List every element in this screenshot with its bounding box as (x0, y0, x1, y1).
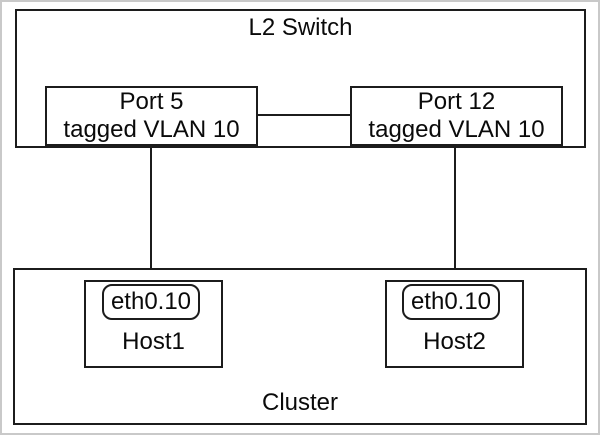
cable-port5-to-host1 (150, 145, 152, 285)
port-trunk-connector-line (257, 114, 350, 116)
port-vlan-tagging: tagged VLAN 10 (63, 116, 240, 143)
host-name: Host1 (122, 328, 185, 355)
interface-label: eth0.10 (110, 288, 192, 315)
l2-switch-title: L2 Switch (248, 14, 353, 41)
port-name: Port 12 (417, 88, 496, 115)
host2-vlan-interface-badge: eth0.10 (402, 284, 500, 320)
interface-label: eth0.10 (410, 288, 492, 315)
port-name: Port 5 (119, 88, 184, 115)
port-vlan-tagging: tagged VLAN 10 (368, 116, 545, 143)
switch-port-box-12: Port 12 tagged VLAN 10 (350, 86, 563, 146)
switch-port-box-5: Port 5 tagged VLAN 10 (45, 86, 258, 146)
cable-port12-to-host2 (454, 145, 456, 285)
host1-vlan-interface-badge: eth0.10 (102, 284, 200, 320)
cluster-title: Cluster (261, 389, 339, 416)
host-name: Host2 (423, 328, 486, 355)
